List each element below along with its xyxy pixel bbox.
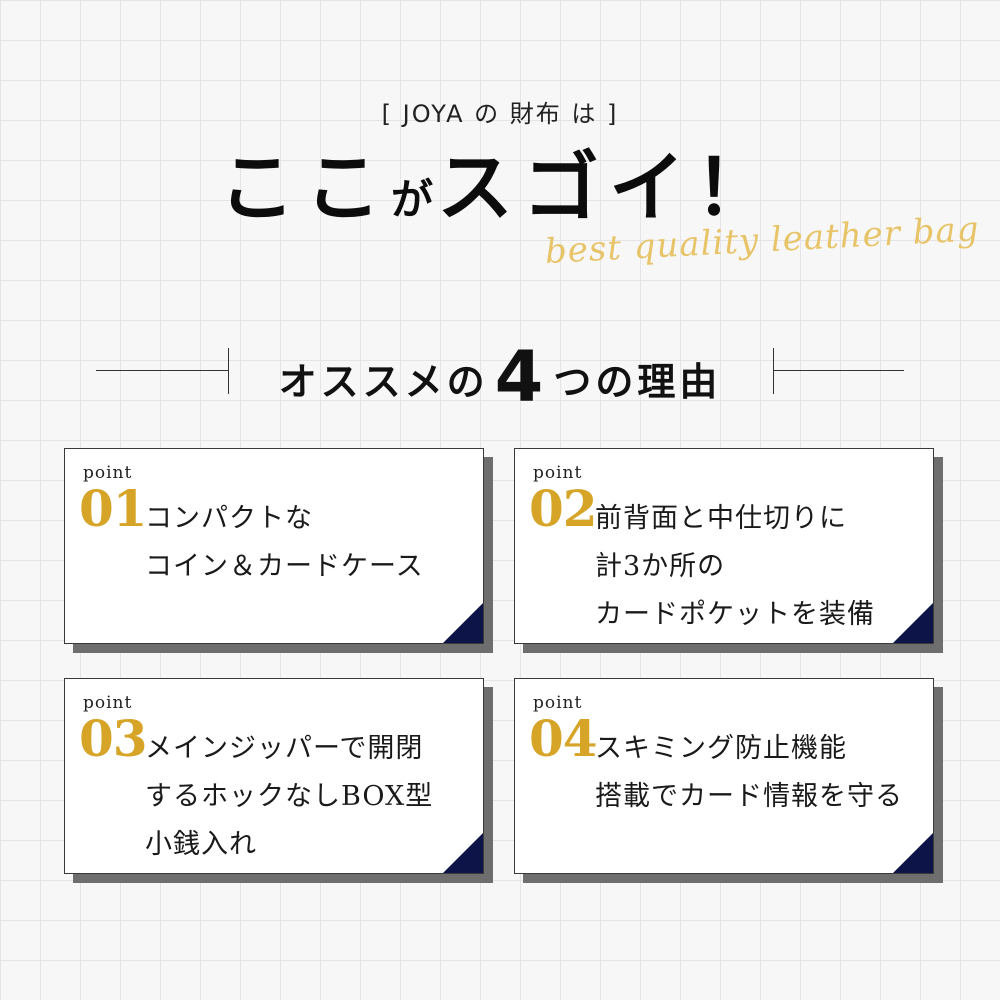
reasons-heading-before: オススメの — [278, 360, 489, 404]
point-number: 01 — [79, 479, 148, 538]
corner-triangle — [893, 603, 933, 643]
point-label: point — [533, 693, 583, 713]
main-title-part2: スゴイ！ — [437, 143, 781, 232]
point-number: 04 — [529, 709, 598, 768]
point-label: point — [83, 463, 133, 483]
point-card-1: point 01 コンパクトな コイン＆カードケース — [64, 448, 484, 644]
point-text-line: カードポケットを装備 — [595, 599, 875, 630]
corner-triangle — [893, 833, 933, 873]
reasons-heading-number: 4 — [494, 336, 548, 418]
heading-bracket-right — [773, 348, 774, 394]
heading-bracket-left — [228, 348, 229, 394]
point-text: スキミング防止機能 搭載でカード情報を守る — [595, 725, 903, 821]
point-card-3: point 03 メインジッパーで開閉 するホックなしBOX型 小銭入れ — [64, 678, 484, 874]
point-text-line: スキミング防止機能 — [595, 733, 847, 764]
point-card-4: point 04 スキミング防止機能 搭載でカード情報を守る — [514, 678, 934, 874]
corner-triangle — [443, 833, 483, 873]
pre-title: [ JOYA の 財布 は ] — [381, 100, 619, 128]
main-title: ここがスゴイ！ — [0, 138, 1000, 250]
point-text: メインジッパーで開閉 するホックなしBOX型 小銭入れ — [145, 725, 433, 869]
heading-line-left — [96, 370, 228, 371]
point-text: コンパクトな コイン＆カードケース — [145, 495, 424, 591]
main-title-particle: が — [390, 175, 437, 224]
reasons-heading-after: つの理由 — [553, 360, 722, 404]
point-label: point — [533, 463, 583, 483]
point-text-line: 計3か所の — [595, 551, 726, 582]
point-text-line: コイン＆カードケース — [145, 551, 424, 582]
point-text-line: 前背面と中仕切りに — [595, 503, 847, 534]
point-label: point — [83, 693, 133, 713]
point-number: 02 — [529, 479, 598, 538]
main-title-part1: ここ — [218, 143, 391, 232]
point-number: 03 — [79, 709, 148, 768]
point-text: 前背面と中仕切りに 計3か所の カードポケットを装備 — [595, 495, 875, 639]
point-text-line: 搭載でカード情報を守る — [595, 781, 903, 812]
point-text-line: コンパクトな — [145, 503, 313, 534]
point-text-line: 小銭入れ — [145, 829, 257, 860]
point-text-line: するホックなしBOX型 — [145, 781, 434, 812]
heading-line-right — [773, 370, 904, 371]
point-text-line: メインジッパーで開閉 — [145, 733, 424, 764]
corner-triangle — [443, 603, 483, 643]
point-card-2: point 02 前背面と中仕切りに 計3か所の カードポケットを装備 — [514, 448, 934, 644]
